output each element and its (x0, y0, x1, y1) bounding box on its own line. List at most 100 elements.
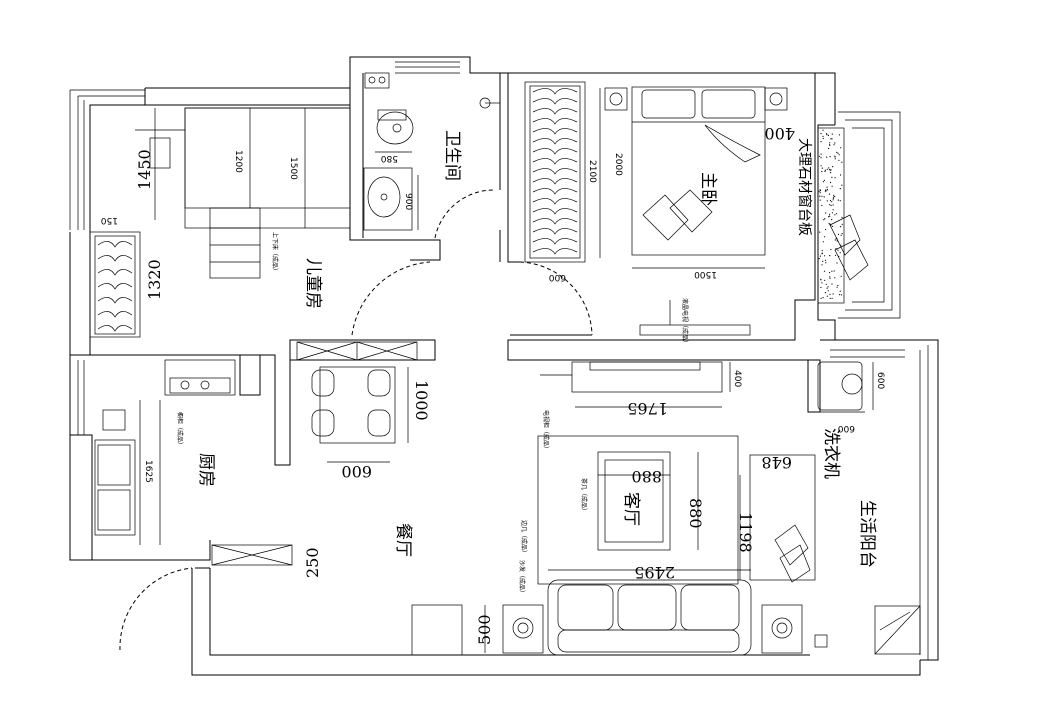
balcony-fixtures (814, 605, 921, 655)
hanger (532, 168, 578, 175)
stipple-dot (841, 161, 843, 163)
bedroom-wardrobe-hangers (532, 88, 578, 255)
dim-600a: 600 (549, 272, 566, 282)
stipple-dot (829, 144, 831, 146)
stipple-dot (822, 181, 825, 183)
stipple-dot (834, 155, 836, 157)
dining-cabinet (296, 341, 418, 361)
hanger (97, 269, 133, 276)
stipple-dot (831, 225, 834, 227)
bedroom-wardrobe (524, 81, 586, 263)
stipple-dot (820, 157, 822, 159)
dim-880b: 880 (686, 498, 705, 529)
hanger (97, 297, 133, 304)
stipple-dot (823, 219, 825, 221)
stipple-dot (826, 287, 828, 289)
dim-600b: 600 (875, 372, 885, 389)
hanger (532, 128, 578, 135)
stipple-dot (822, 137, 824, 140)
stipple-dot (820, 297, 822, 299)
stipple-dot (831, 133, 833, 135)
stipple-dot (821, 252, 823, 254)
stipple-dot (820, 286, 822, 289)
stipple-dot (833, 144, 835, 146)
note-side: 边几（成品） (520, 520, 528, 556)
stipple-dot (821, 249, 823, 252)
room-label-living: 客厅 (621, 492, 641, 526)
stipple-dot (831, 297, 833, 299)
stipple-dot (819, 231, 821, 233)
stipple-dot (825, 212, 827, 214)
stipple-dot (841, 184, 843, 186)
stipple-dot (826, 190, 828, 192)
stipple-dot (831, 201, 833, 203)
stipple-dot (820, 165, 822, 167)
stipple-dot (832, 204, 834, 206)
stipple-dot (831, 138, 833, 140)
stipple-dot (841, 233, 843, 235)
bathroom-fixtures (363, 72, 500, 231)
stipple-dot (819, 255, 822, 257)
note-sofa: 沙发（成品） (518, 560, 526, 596)
hanger (97, 255, 133, 262)
sill-stipple (818, 129, 843, 299)
stipple-dot (829, 156, 831, 158)
stipple-dot (829, 199, 832, 202)
stipple-dot (825, 283, 827, 285)
stipple-dot (832, 166, 834, 168)
stipple-dot (838, 154, 840, 156)
hanger (532, 248, 578, 255)
stipple-dot (841, 216, 843, 219)
stipple-dot (826, 200, 828, 202)
dim-250: 250 (303, 547, 322, 578)
stipple-dot (830, 172, 832, 174)
stipple-dot (823, 196, 825, 198)
stipple-dot (819, 199, 821, 201)
stipple-dot (826, 134, 828, 136)
stipple-dot (834, 195, 836, 198)
side-table (739, 454, 816, 583)
side-cabinets (411, 604, 803, 656)
stipple-dot (829, 255, 831, 257)
stipple-dot (831, 212, 834, 214)
stipple-dot (829, 204, 831, 206)
note-tv-living: 电视柜（成品） (542, 410, 550, 452)
dim-1625: 1625 (143, 460, 153, 483)
stipple-dot (832, 293, 834, 295)
stipple-dot (829, 297, 831, 299)
room-label-balcony: 生活阳台 (857, 500, 877, 568)
room-label-master: 主卧 (698, 172, 718, 206)
stipple-dot (838, 159, 840, 161)
stipple-dot (821, 204, 823, 207)
stipple-dot (839, 294, 841, 296)
stipple-dot (819, 195, 821, 197)
dim-1765: 1765 (627, 399, 668, 418)
hanger (532, 148, 578, 155)
dim-900: 900 (403, 193, 413, 210)
dim-648: 648 (761, 453, 792, 472)
dim-1450: 1450 (135, 149, 154, 190)
bunk-bed (135, 107, 351, 279)
stipple-dot (831, 283, 833, 285)
stipple-dot (839, 290, 841, 292)
dim-400b: 400 (732, 370, 742, 387)
stipple-dot (834, 158, 836, 160)
stipple-dot (826, 188, 829, 191)
stipple-dot (827, 286, 829, 288)
stipple-dot (825, 262, 827, 264)
stipple-dot (823, 179, 826, 181)
note-tea: 茶几（成品） (580, 478, 588, 514)
stipple-dot (828, 271, 831, 274)
stipple-dot (831, 219, 833, 221)
hanger (532, 138, 578, 145)
stipple-dot (821, 170, 823, 173)
stipple-dot (829, 223, 831, 225)
note-bunk: 上下床（成品） (271, 232, 279, 274)
stipple-dot (824, 190, 827, 192)
stipple-dot (831, 270, 833, 272)
stipple-dot (826, 156, 828, 158)
hanger (532, 118, 578, 125)
stipple-dot (837, 249, 839, 251)
stipple-dot (834, 239, 836, 241)
stipple-dot (834, 177, 836, 179)
